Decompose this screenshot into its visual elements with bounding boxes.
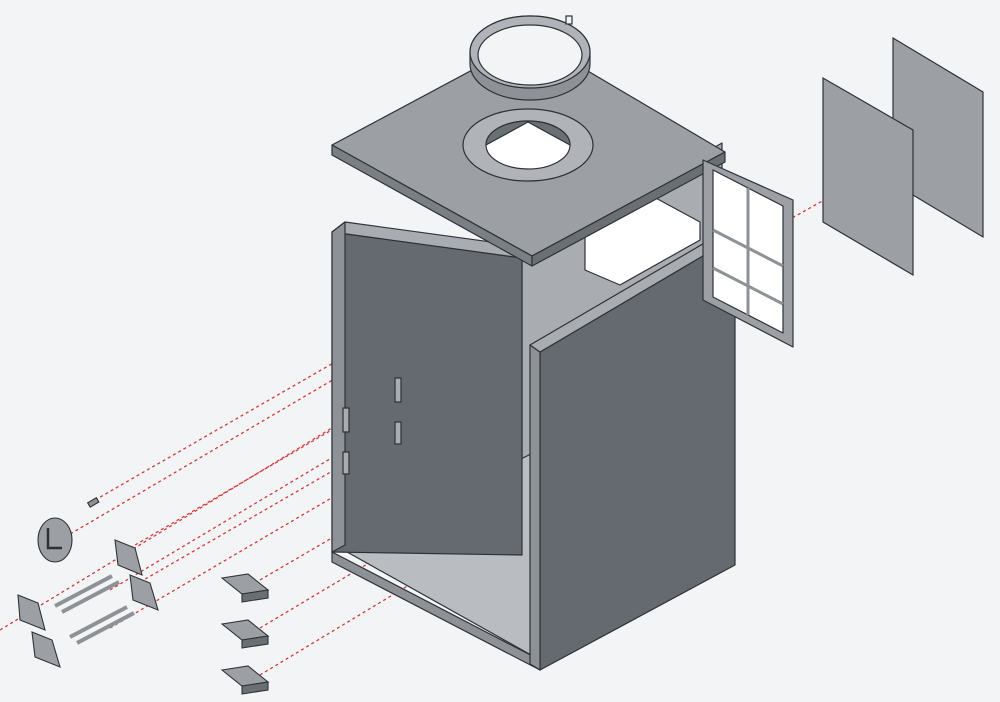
dowel-rod-1 xyxy=(54,574,113,608)
clock-hands-icon xyxy=(46,528,62,550)
small-pin xyxy=(86,497,100,508)
mounting-clip-1-edge xyxy=(241,589,269,603)
box-body xyxy=(331,142,736,671)
glass-panel-front xyxy=(822,76,914,277)
explode-line-bracket-2 xyxy=(139,431,401,583)
explode-line-bracket-3 xyxy=(0,419,346,631)
top-ring xyxy=(469,15,591,101)
wall-slot-1 xyxy=(394,377,402,403)
ring-notch xyxy=(565,15,573,25)
clock-face xyxy=(37,517,73,563)
explode-line-rod-2 xyxy=(109,489,346,629)
roof-hole-interior xyxy=(485,120,571,146)
left-wall-front-edge xyxy=(331,221,346,553)
wall-slot-4 xyxy=(342,451,350,475)
small-parts xyxy=(17,497,270,695)
dowel-rod-4 xyxy=(76,611,135,645)
ring-opening xyxy=(477,24,583,86)
explode-line-rod-1 xyxy=(109,449,346,591)
roof-panel xyxy=(331,37,726,267)
mounting-clip-3-edge xyxy=(241,681,269,695)
window-transom-2 xyxy=(712,266,784,306)
wall-slot-2 xyxy=(394,421,402,445)
glass-panels xyxy=(822,36,984,277)
hinge-bracket-1 xyxy=(114,539,143,576)
mounting-clip-2-edge xyxy=(241,635,269,649)
hinge-bracket-2 xyxy=(129,574,159,611)
window-frame xyxy=(702,159,794,348)
left-side-wall xyxy=(331,231,523,556)
window-transom-1 xyxy=(712,228,784,268)
roof-side-edge xyxy=(531,151,726,267)
hinge-bracket-4 xyxy=(31,631,61,668)
dowel-rod-3 xyxy=(69,605,128,639)
wall-slot-3 xyxy=(342,407,350,433)
dowel-rod-2 xyxy=(61,580,120,614)
hinge-bracket-3 xyxy=(17,594,46,631)
right-wall-edge xyxy=(529,344,541,671)
